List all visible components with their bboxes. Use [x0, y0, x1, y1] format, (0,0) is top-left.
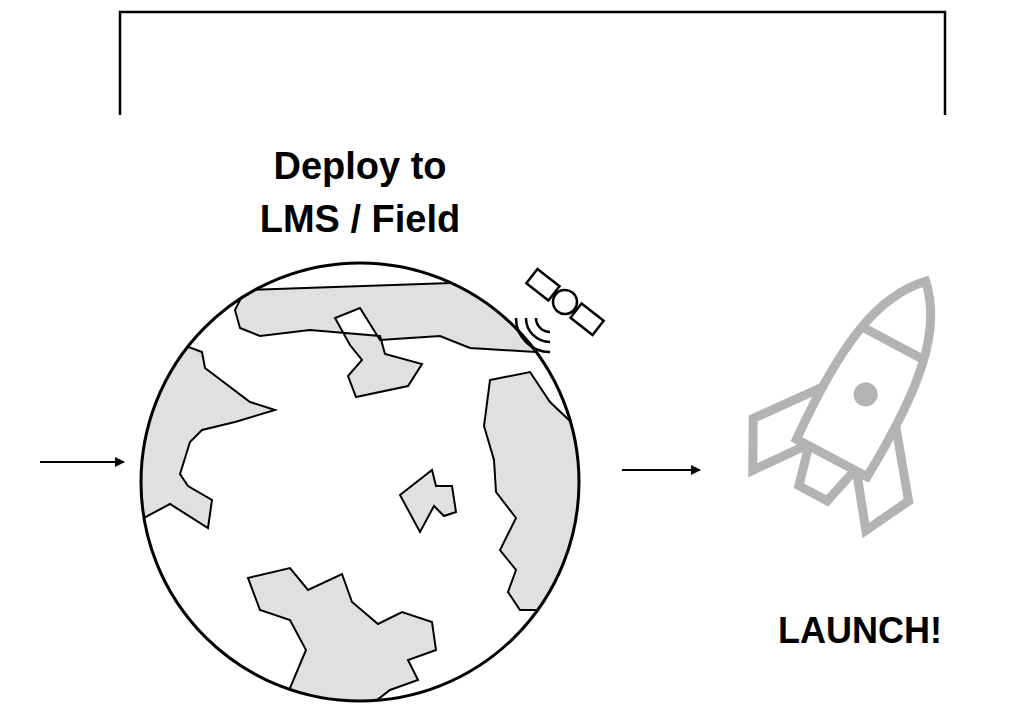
rocket-node: LAUNCH! — [740, 270, 980, 670]
continent — [484, 372, 590, 660]
text-holder: LAUNCH! — [740, 606, 980, 656]
signal-waves — [516, 318, 550, 352]
continent — [400, 470, 456, 532]
satellite-icon — [525, 267, 606, 338]
continent — [140, 340, 275, 528]
text-holder: Deploy to LMS / Field — [140, 140, 580, 246]
stage-label: LAUNCH! — [740, 606, 980, 656]
incoming-arrow — [40, 461, 124, 463]
globe-outline — [141, 263, 579, 701]
bracket — [120, 12, 945, 115]
rocket-icon — [732, 240, 1004, 542]
globe-node: Deploy to LMS / Field — [140, 140, 580, 702]
flow-arrow — [622, 469, 700, 471]
stage-heading: Deploy to LMS / Field — [240, 140, 480, 246]
